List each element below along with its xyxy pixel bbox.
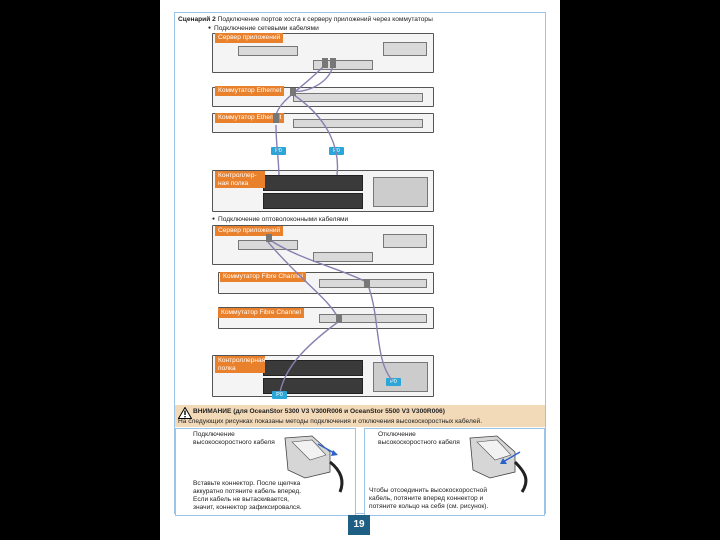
cable-fc-2 bbox=[267, 241, 339, 319]
connect-heading-2: высокоскоростного кабеля bbox=[193, 439, 275, 446]
connect-body-4: значит, коннектор зафиксировался. bbox=[193, 504, 302, 511]
disconnect-body-3: потяните кольцо на себя (см. рисунок). bbox=[369, 503, 489, 510]
warning-icon bbox=[178, 407, 192, 419]
tag-eth-switch-1: Коммутатор Ethernet bbox=[215, 86, 285, 96]
tag-fc-switch-2: Коммутатор Fibre Channel bbox=[218, 308, 304, 318]
warning-text: На следующих рисунках показаны методы по… bbox=[178, 418, 483, 425]
page-title: Сценарий 2 Подключение портов хоста к се… bbox=[178, 16, 433, 24]
cable-net-3 bbox=[275, 124, 280, 176]
connect-body-3: Если кабель не вытаскивается, bbox=[193, 496, 289, 503]
section-fibre-label: Подключение оптоволоконными кабелями bbox=[212, 216, 348, 224]
warning-box bbox=[175, 405, 545, 427]
cable-fc-3 bbox=[368, 287, 393, 381]
scenario-description: Подключение портов хоста к серверу прило… bbox=[215, 16, 433, 23]
tag-controller-2: Контроллерная полка bbox=[215, 356, 265, 374]
port-badge-fc-right: P0 bbox=[386, 378, 401, 386]
scenario-label: Сценарий 2 bbox=[178, 16, 216, 23]
content-frame bbox=[174, 12, 546, 514]
disconnect-heading-2: высокоскоростного кабеля bbox=[378, 439, 460, 446]
tag-fc-switch-1: Коммутатор Fibre Channel bbox=[220, 272, 306, 282]
cable-fc-4 bbox=[279, 321, 339, 393]
connect-body-2: аккуратно потяните кабель вперед. bbox=[193, 488, 302, 495]
cable-fc-1 bbox=[269, 239, 367, 283]
warning-title: ВНИМАНИЕ (для OceanStor 5300 V3 V300R006… bbox=[193, 408, 445, 415]
port-badge-net-left: P0 bbox=[271, 147, 286, 155]
port-badge-fc-left: P0 bbox=[272, 391, 287, 399]
disconnect-heading-1: Отключение bbox=[378, 431, 416, 438]
tag-app-server-2: Сервер приложений bbox=[215, 226, 284, 236]
tag-eth-switch-2: Коммутатор Ethernet bbox=[215, 113, 285, 123]
page-number: 19 bbox=[348, 515, 370, 535]
connect-heading-1: Подключение bbox=[193, 431, 235, 438]
section-network-label: Подключение сетевыми кабелями bbox=[208, 25, 319, 33]
tag-app-server-1: Сервер приложений bbox=[215, 33, 284, 43]
disconnect-body-2: кабель, потяните вперед коннектор и bbox=[369, 495, 484, 502]
cable-net-4 bbox=[293, 94, 339, 176]
tag-controller-1: Контроллер-ная полка bbox=[215, 171, 265, 189]
connect-body-1: Вставьте коннектор. После щелчка bbox=[193, 480, 301, 487]
disconnect-body-1: Чтобы отсоединить высокоскоростной bbox=[369, 487, 487, 494]
